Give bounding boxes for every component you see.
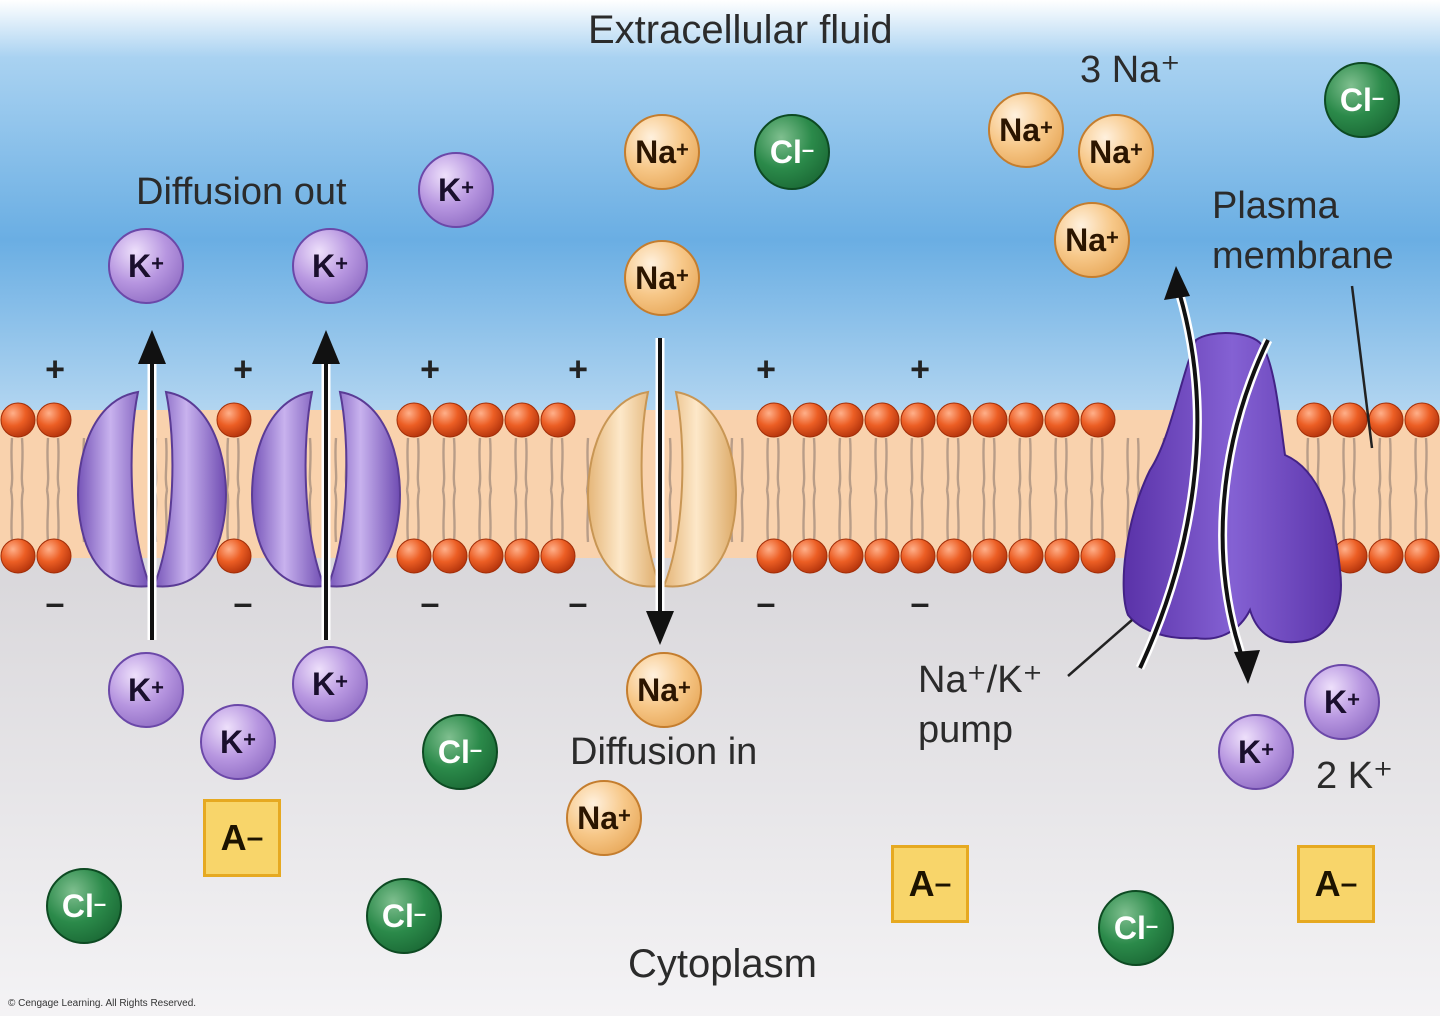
chloride-ion: Cl– bbox=[1324, 62, 1400, 138]
lipid-head bbox=[828, 538, 864, 574]
lipid-head bbox=[36, 538, 72, 574]
lipid-head bbox=[756, 538, 792, 574]
lipid-head bbox=[864, 538, 900, 574]
lipid-head bbox=[396, 402, 432, 438]
lipid-head bbox=[792, 402, 828, 438]
chloride-ion: Cl– bbox=[422, 714, 498, 790]
lipid-head bbox=[216, 538, 252, 574]
potassium-ion: K+ bbox=[1304, 664, 1380, 740]
plus-sign: + bbox=[756, 350, 776, 389]
lipid-head bbox=[36, 402, 72, 438]
diffusion-in-label: Diffusion in bbox=[570, 731, 758, 773]
lipid-head bbox=[1368, 538, 1404, 574]
sodium-ion: Na+ bbox=[988, 92, 1064, 168]
lipid-head bbox=[1008, 538, 1044, 574]
plus-sign: + bbox=[233, 350, 253, 389]
lipid-head bbox=[1404, 538, 1440, 574]
lipid-head bbox=[828, 402, 864, 438]
chloride-ion: Cl– bbox=[754, 114, 830, 190]
plus-sign: + bbox=[568, 350, 588, 389]
potassium-ion: K+ bbox=[292, 646, 368, 722]
lipid-head bbox=[540, 402, 576, 438]
plus-sign: + bbox=[420, 350, 440, 389]
protein-anion: A– bbox=[203, 799, 281, 877]
lipid-head bbox=[792, 538, 828, 574]
lipid-head bbox=[540, 538, 576, 574]
lipid-head bbox=[504, 538, 540, 574]
k-channel-1 bbox=[77, 390, 227, 588]
copyright-notice: © Cengage Learning. All Rights Reserved. bbox=[8, 998, 197, 1009]
minus-sign: – bbox=[233, 584, 253, 623]
lipid-heads-outer bbox=[0, 402, 1440, 438]
potassium-ion: K+ bbox=[1218, 714, 1294, 790]
pump-label-line1: Na⁺/K⁺ bbox=[918, 659, 1043, 701]
lipid-head bbox=[756, 402, 792, 438]
lipid-head bbox=[396, 538, 432, 574]
potassium-ion: K+ bbox=[200, 704, 276, 780]
na-channel bbox=[587, 390, 737, 588]
cytoplasm-label: Cytoplasm bbox=[628, 942, 817, 986]
chloride-ion: Cl– bbox=[46, 868, 122, 944]
minus-sign: – bbox=[420, 584, 440, 623]
chloride-ion: Cl– bbox=[1098, 890, 1174, 966]
extracellular-fluid-label: Extracellular fluid bbox=[588, 8, 893, 52]
minus-sign: – bbox=[45, 584, 65, 623]
minus-sign: – bbox=[568, 584, 588, 623]
lipid-head bbox=[1044, 538, 1080, 574]
membrane-label: membrane bbox=[1212, 235, 1394, 277]
lipid-head bbox=[1404, 402, 1440, 438]
sodium-ion: Na+ bbox=[566, 780, 642, 856]
lipid-head bbox=[1008, 402, 1044, 438]
lipid-head bbox=[504, 402, 540, 438]
lipid-head bbox=[432, 402, 468, 438]
lipid-head bbox=[1080, 402, 1116, 438]
lipid-head bbox=[0, 538, 36, 574]
lipid-head bbox=[468, 538, 504, 574]
plus-sign: + bbox=[45, 350, 65, 389]
lipid-head bbox=[900, 402, 936, 438]
lipid-head bbox=[432, 538, 468, 574]
two-k-label: 2 K⁺ bbox=[1316, 755, 1394, 797]
lipid-head bbox=[468, 402, 504, 438]
protein-anion: A– bbox=[1297, 845, 1375, 923]
three-na-label: 3 Na⁺ bbox=[1080, 49, 1181, 91]
lipid-head bbox=[1332, 402, 1368, 438]
potassium-ion: K+ bbox=[108, 652, 184, 728]
sodium-ion: Na+ bbox=[624, 240, 700, 316]
sodium-ion: Na+ bbox=[1054, 202, 1130, 278]
potassium-ion: K+ bbox=[292, 228, 368, 304]
potassium-ion: K+ bbox=[418, 152, 494, 228]
plus-sign: + bbox=[910, 350, 930, 389]
plasma-label: Plasma bbox=[1212, 185, 1339, 227]
lipid-head bbox=[216, 402, 252, 438]
lipid-head bbox=[972, 538, 1008, 574]
sodium-ion: Na+ bbox=[626, 652, 702, 728]
potassium-ion: K+ bbox=[108, 228, 184, 304]
lipid-head bbox=[1044, 402, 1080, 438]
chloride-ion: Cl– bbox=[366, 878, 442, 954]
lipid-head bbox=[0, 402, 36, 438]
diffusion-out-label: Diffusion out bbox=[136, 171, 347, 213]
lipid-head bbox=[900, 538, 936, 574]
lipid-head bbox=[1368, 402, 1404, 438]
lipid-head bbox=[1296, 402, 1332, 438]
pump-label-line2: pump bbox=[918, 709, 1014, 751]
k-channel-2 bbox=[251, 390, 401, 588]
minus-sign: – bbox=[756, 584, 776, 623]
lipid-head bbox=[936, 402, 972, 438]
lipid-head bbox=[972, 402, 1008, 438]
sodium-ion: Na+ bbox=[1078, 114, 1154, 190]
lipid-head bbox=[936, 538, 972, 574]
lipid-head bbox=[1080, 538, 1116, 574]
protein-anion: A– bbox=[891, 845, 969, 923]
minus-sign: – bbox=[910, 584, 930, 623]
lipid-head bbox=[864, 402, 900, 438]
sodium-ion: Na+ bbox=[624, 114, 700, 190]
